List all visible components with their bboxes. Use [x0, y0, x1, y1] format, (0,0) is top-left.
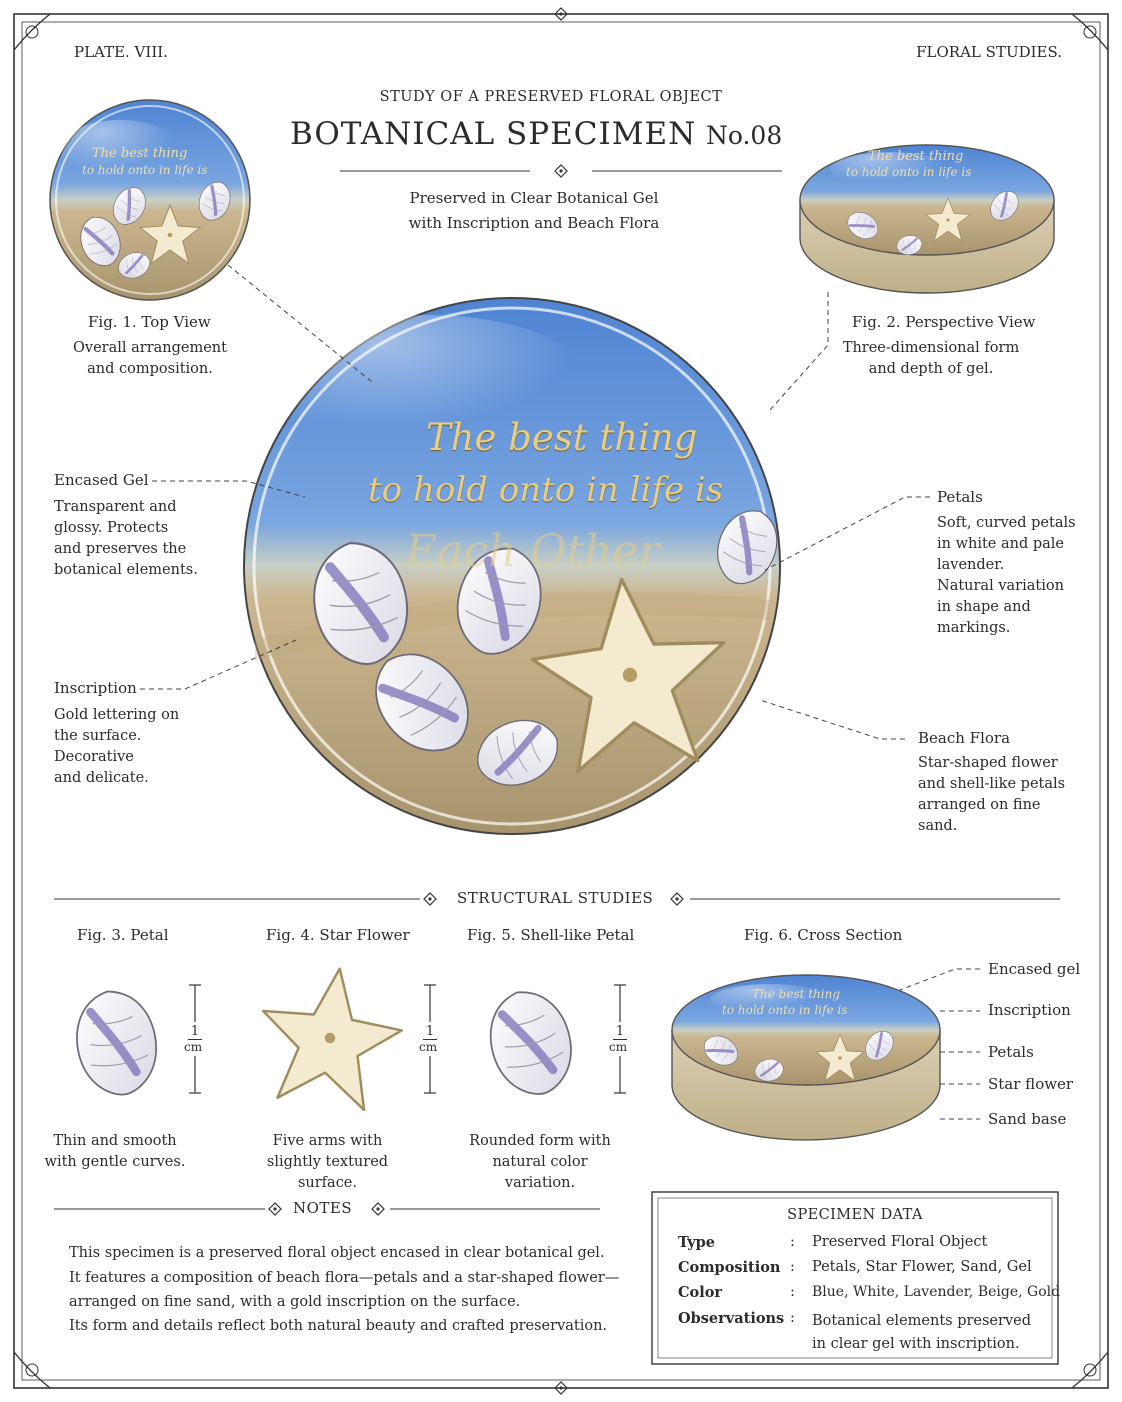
fig3-description: Thin and smooth with gentle curves. [44, 1133, 186, 1170]
fig6-cross-section [671, 974, 941, 1141]
fig6-caption: Fig. 6. Cross Section [744, 926, 903, 944]
fig1-top-view [49, 99, 251, 301]
fig1-description: Overall arrangement and composition. [73, 340, 227, 377]
fig5-shell-like-petal [479, 982, 582, 1103]
scale-unit-fig5: cm [609, 1040, 628, 1054]
data-sep-observations: : [790, 1310, 795, 1326]
cross-label-sand-base: Sand base [988, 1110, 1067, 1128]
cross-label-star-flower: Star flower [988, 1075, 1074, 1093]
fig1-caption: Fig. 1. Top View [88, 313, 211, 331]
data-key-color: Color [678, 1284, 723, 1301]
corner-ornament-br [1071, 1351, 1109, 1389]
subtitle-line-1: Preserved in Clear Botanical Gel [409, 189, 659, 207]
notes-line-1: This specimen is a preserved floral obje… [69, 1245, 605, 1261]
data-key-composition: Composition [678, 1259, 781, 1276]
annotation-beach-flora-title: Beach Flora [918, 729, 1011, 747]
corner-ornament-tr [1071, 13, 1109, 51]
fig2-inscription-2: to hold onto in life is [846, 165, 972, 179]
data-value-color: Blue, White, Lavender, Beige, Gold [812, 1284, 1061, 1300]
fig5-caption: Fig. 5. Shell-like Petal [467, 926, 635, 944]
fig4-description: Five arms with slightly textured surface… [266, 1133, 389, 1191]
specimen-data-title: SPECIMEN DATA [787, 1207, 923, 1223]
main-inscription-script: Each Other [405, 526, 660, 577]
data-key-type: Type [678, 1234, 715, 1251]
fig2-perspective-view [799, 144, 1055, 294]
cross-label-encased-gel: Encased gel [988, 960, 1081, 978]
fig1-inscription-2: to hold onto in life is [82, 163, 208, 177]
corner-ornament-tl [13, 13, 51, 51]
eyebrow: STUDY OF A PRESERVED FLORAL OBJECT [379, 89, 723, 105]
data-key-observations: Observations [678, 1310, 785, 1327]
data-value-composition: Petals, Star Flower, Sand, Gel [812, 1259, 1032, 1275]
data-sep-composition: : [790, 1259, 795, 1275]
leader-lines [140, 264, 930, 740]
main-inscription-1: The best thing [426, 416, 698, 459]
main-inscription-2: to hold onto in life is [368, 470, 724, 510]
notes-line-3: arranged on fine sand, with a gold inscr… [69, 1294, 521, 1310]
fig1-inscription-1: The best thing [92, 146, 188, 161]
notes-title: NOTES [293, 1199, 353, 1217]
data-sep-color: : [790, 1284, 795, 1300]
inner-border [21, 21, 1101, 1381]
fig4-star-flower [250, 957, 411, 1115]
fig6-inscription-1: The best thing [752, 987, 841, 1001]
fig2-description: Three-dimensional form and depth of gel. [842, 340, 1020, 377]
data-sep-type: : [790, 1234, 795, 1250]
page-title: BOTANICAL SPECIMEN [290, 116, 697, 152]
plate-series: FLORAL STUDIES. [916, 43, 1062, 61]
annotation-beach-flora-desc: Star-shaped flower and shell-like petals… [918, 755, 1066, 834]
fig2-caption: Fig. 2. Perspective View [852, 313, 1036, 331]
scale-num-fig3: 1 [188, 1024, 202, 1040]
annotation-petals-desc: Soft, curved petals in white and pale la… [937, 515, 1076, 636]
fig2-inscription-1: The best thing [868, 149, 964, 164]
specimen-data-box [651, 1191, 1059, 1365]
scale-num-fig5: 1 [613, 1024, 627, 1040]
fig3-caption: Fig. 3. Petal [77, 926, 169, 944]
annotation-inscription-title: Inscription [54, 679, 137, 697]
fig3-petal [69, 985, 164, 1101]
fig4-caption: Fig. 4. Star Flower [266, 926, 410, 944]
scale-unit-fig3: cm [184, 1040, 203, 1054]
fig5-description: Rounded form with natural color variatio… [469, 1133, 611, 1191]
data-value-observations: Botanical elements preserved in clear ge… [812, 1313, 1031, 1352]
annotation-encased-gel-desc: Transparent and glossy. Protects and pre… [54, 499, 198, 578]
annotation-encased-gel-title: Encased Gel [54, 471, 149, 489]
main-specimen [243, 297, 787, 835]
scale-num-fig4: 1 [423, 1024, 437, 1040]
annotation-inscription-desc: Gold lettering on the surface. Decorativ… [54, 707, 180, 786]
fig6-inscription-2: to hold onto in life is [722, 1003, 848, 1017]
annotation-petals-title: Petals [937, 488, 983, 506]
cross-label-petals: Petals [988, 1043, 1034, 1061]
subtitle-line-2: with Inscription and Beach Flora [408, 214, 660, 232]
corner-ornament-bl [13, 1351, 51, 1389]
cross-label-inscription: Inscription [988, 1001, 1071, 1019]
structural-studies-title: STRUCTURAL STUDIES [457, 889, 654, 907]
title-ornament [554, 164, 568, 178]
specimen-number: No.08 [706, 121, 783, 150]
notes-line-4: Its form and details reflect both natura… [69, 1318, 608, 1334]
cross-section-leaders [899, 968, 980, 1120]
scale-bars [189, 984, 626, 1094]
scale-unit-fig4: cm [419, 1040, 438, 1054]
plate-number: PLATE. VIII. [74, 43, 168, 61]
notes-line-2: It features a composition of beach flora… [69, 1270, 620, 1286]
data-value-type: Preserved Floral Object [812, 1234, 988, 1250]
